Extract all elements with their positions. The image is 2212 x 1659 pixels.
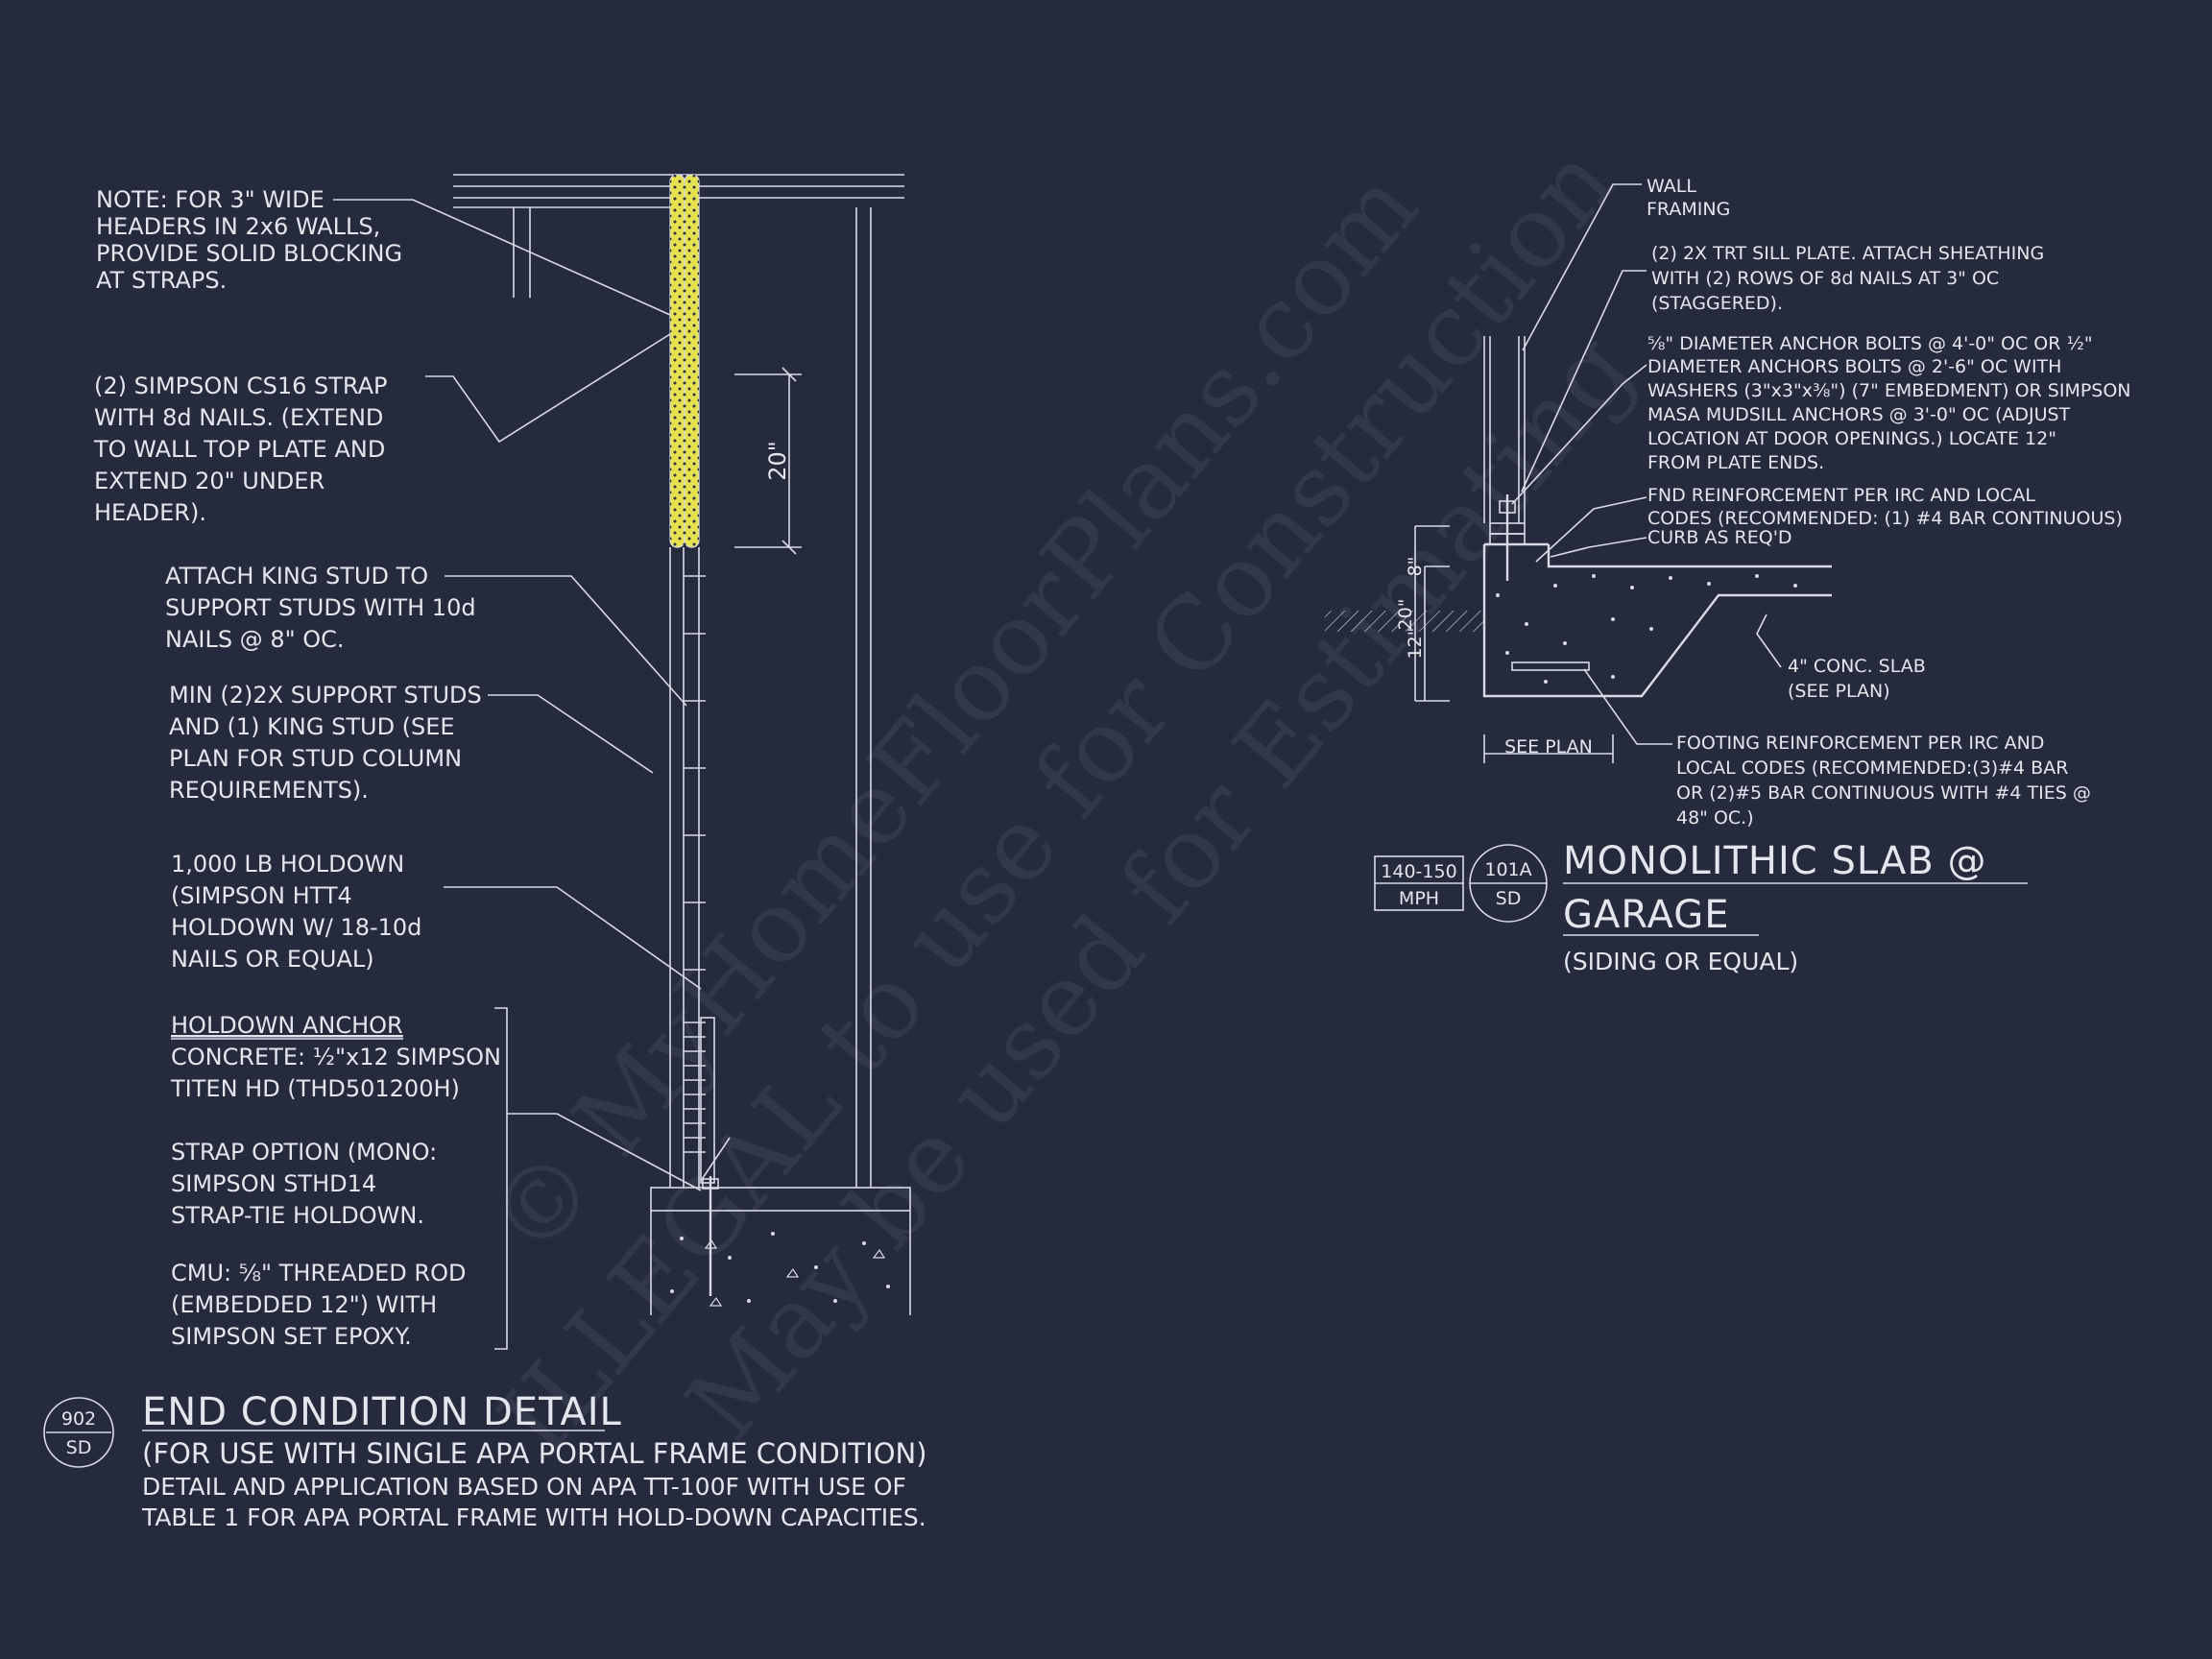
detail-desc-line-1: DETAIL AND APPLICATION BASED ON APA TT-1… (142, 1473, 906, 1501)
svg-text:4" CONC. SLAB: 4" CONC. SLAB (1788, 656, 1926, 677)
svg-text:CONCRETE: ½"x12 SIMPSON: CONCRETE: ½"x12 SIMPSON (171, 1044, 501, 1070)
detail-902-title-block: 902 SD END CONDITION DETAIL (FOR USE WIT… (43, 1390, 927, 1531)
svg-text:AT STRAPS.: AT STRAPS. (96, 267, 227, 294)
note-king-stud: ATTACH KING STUD TO SUPPORT STUDS WITH 1… (165, 563, 476, 653)
svg-text:SIMPSON STHD14: SIMPSON STHD14 (171, 1170, 376, 1197)
detail-title: END CONDITION DETAIL (142, 1390, 622, 1434)
svg-text:EXTEND 20" UNDER: EXTEND 20" UNDER (94, 468, 325, 494)
concrete-stipple (670, 1232, 890, 1307)
callout-sheet: SD (66, 1437, 92, 1458)
note-holdown-anchor: HOLDOWN ANCHOR CONCRETE: ½"x12 SIMPSON T… (170, 1012, 501, 1350)
callout-number-101a: 101A (1484, 859, 1531, 880)
svg-text:PLAN FOR STUD COLUMN: PLAN FOR STUD COLUMN (169, 745, 462, 772)
svg-text:HOLDOWN W/ 18-10d: HOLDOWN W/ 18-10d (171, 914, 421, 941)
svg-text:HEADERS IN 2x6 WALLS,: HEADERS IN 2x6 WALLS, (96, 213, 380, 240)
see-plan-dim: SEE PLAN (1504, 736, 1593, 757)
note-curb: CURB AS REQ'D (1647, 527, 1792, 548)
svg-text:CMU: ⅝" THREADED ROD: CMU: ⅝" THREADED ROD (171, 1260, 466, 1286)
svg-text:FND REINFORCEMENT PER IRC AND: FND REINFORCEMENT PER IRC AND LOCAL (1647, 485, 2035, 506)
cs16-strap (669, 174, 700, 548)
note-fnd-reinforcement: FND REINFORCEMENT PER IRC AND LOCAL CODE… (1647, 485, 2123, 548)
svg-text:SUPPORT STUDS WITH 10d: SUPPORT STUDS WITH 10d (165, 594, 476, 621)
svg-text:STRAP-TIE HOLDOWN.: STRAP-TIE HOLDOWN. (171, 1202, 424, 1229)
note-sill-plate: (2) 2X TRT SILL PLATE. ATTACH SHEATHING … (1651, 243, 2044, 314)
svg-text:MASA MUDSILL ANCHORS @ 3'-0" O: MASA MUDSILL ANCHORS @ 3'-0" OC (ADJUST (1647, 404, 2071, 425)
svg-text:NOTE: FOR 3" WIDE: NOTE: FOR 3" WIDE (96, 186, 325, 213)
svg-text:FRAMING: FRAMING (1647, 199, 1730, 220)
svg-text:(SEE PLAN): (SEE PLAN) (1788, 681, 1890, 702)
svg-text:CODES (RECOMMENDED: (1) #4 BAR: CODES (RECOMMENDED: (1) #4 BAR CONTINUOU… (1647, 508, 2123, 529)
dim-20-slab: 20" (1395, 599, 1416, 631)
wind-unit: MPH (1399, 888, 1439, 909)
svg-text:HOLDOWN ANCHOR: HOLDOWN ANCHOR (171, 1012, 403, 1039)
svg-text:48" OC.): 48" OC.) (1676, 807, 1754, 829)
callout-number: 902 (61, 1408, 96, 1430)
slab-subtitle: (SIDING OR EQUAL) (1563, 948, 1798, 975)
svg-text:FOOTING REINFORCEMENT PER IRC: FOOTING REINFORCEMENT PER IRC AND (1676, 733, 2044, 754)
note-holdown: 1,000 LB HOLDOWN (SIMPSON HTT4 HOLDOWN W… (171, 851, 421, 973)
svg-text:WALL: WALL (1647, 176, 1696, 197)
end-condition-drawing: 20" (333, 174, 911, 1350)
dimension-20: 20" (764, 441, 791, 481)
svg-text:LOCATION AT DOOR OPENINGS.) L: LOCATION AT DOOR OPENINGS.) LOCATE 12" (1647, 428, 2056, 449)
watermark: © MyHomeFloorPlans.com ILLEGAL to use fo… (466, 124, 1654, 1476)
svg-text:TO WALL TOP PLATE AND: TO WALL TOP PLATE AND (93, 436, 385, 463)
svg-text:REQUIREMENTS).: REQUIREMENTS). (169, 777, 369, 804)
note-conc-slab: 4" CONC. SLAB (SEE PLAN) (1788, 656, 1926, 702)
svg-text:PROVIDE SOLID BLOCKING: PROVIDE SOLID BLOCKING (96, 240, 402, 267)
svg-text:AND (1) KING STUD (SEE: AND (1) KING STUD (SEE (169, 713, 455, 740)
dim-12-slab: 12" (1405, 628, 1426, 660)
svg-text:SIMPSON SET EPOXY.: SIMPSON SET EPOXY. (171, 1323, 412, 1350)
note-cs16-strap: (2) SIMPSON CS16 STRAP WITH 8d NAILS. (E… (93, 373, 387, 526)
slab-title-line-1: MONOLITHIC SLAB @ (1563, 839, 1987, 883)
svg-text:HEADER).: HEADER). (94, 499, 206, 526)
svg-text:(STAGGERED).: (STAGGERED). (1651, 293, 1783, 314)
detail-subtitle: (FOR USE WITH SINGLE APA PORTAL FRAME CO… (142, 1437, 927, 1470)
note-wall-framing: WALL FRAMING (1647, 176, 1730, 220)
wind-speed: 140-150 (1381, 861, 1456, 882)
svg-text:DIAMETER ANCHORS BOLTS @ 2'-6": DIAMETER ANCHORS BOLTS @ 2'-6" OC WITH (1647, 356, 2061, 377)
monolithic-slab-drawing: 20" 8" 12" SEE PLAN (1325, 183, 1832, 763)
svg-text:FROM PLATE ENDS.: FROM PLATE ENDS. (1647, 452, 1824, 473)
svg-text:LOCAL CODES (RECOMMENDED:(3)#4: LOCAL CODES (RECOMMENDED:(3)#4 BAR (1676, 757, 2068, 779)
svg-text:WITH (2) ROWS OF 8d NAILS AT 3: WITH (2) ROWS OF 8d NAILS AT 3" OC (1651, 268, 1999, 289)
svg-text:TITEN HD (THD501200H): TITEN HD (THD501200H) (170, 1075, 460, 1102)
svg-text:ATTACH KING STUD TO: ATTACH KING STUD TO (165, 563, 428, 589)
svg-text:(EMBEDDED 12") WITH: (EMBEDDED 12") WITH (171, 1291, 437, 1318)
note-header-blocking: NOTE: FOR 3" WIDE HEADERS IN 2x6 WALLS, … (96, 186, 402, 294)
svg-text:NAILS @ 8" OC.: NAILS @ 8" OC. (165, 626, 345, 653)
svg-text:WASHERS (3"x3"x⅜") (7" EMBEDME: WASHERS (3"x3"x⅜") (7" EMBEDMENT) OR SIM… (1647, 380, 2131, 401)
svg-text:WITH 8d NAILS. (EXTEND: WITH 8d NAILS. (EXTEND (94, 404, 383, 431)
svg-text:(2) SIMPSON CS16 STRAP: (2) SIMPSON CS16 STRAP (94, 373, 387, 399)
watermark-line-2: ILLEGAL to use for Construction (476, 124, 1637, 1476)
note-anchor-bolts: ⅝" DIAMETER ANCHOR BOLTS @ 4'-0" OC OR ½… (1647, 333, 2131, 473)
svg-text:(SIMPSON HTT4: (SIMPSON HTT4 (171, 882, 352, 909)
slab-title-line-2: GARAGE (1563, 893, 1729, 937)
dim-8-slab: 8" (1405, 557, 1426, 577)
note-footing-reinforcement: FOOTING REINFORCEMENT PER IRC AND LOCAL … (1676, 733, 2091, 829)
detail-desc-line-2: TABLE 1 FOR APA PORTAL FRAME WITH HOLD-D… (141, 1503, 926, 1531)
svg-text:NAILS OR EQUAL): NAILS OR EQUAL) (171, 946, 374, 973)
svg-text:1,000 LB HOLDOWN: 1,000 LB HOLDOWN (171, 851, 404, 878)
callout-sheet-101a: SD (1496, 888, 1522, 909)
note-support-studs: MIN (2)2X SUPPORT STUDS AND (1) KING STU… (169, 682, 482, 804)
svg-text:MIN (2)2X SUPPORT STUDS: MIN (2)2X SUPPORT STUDS (169, 682, 482, 709)
detail-101a-title-block: 140-150 MPH 101A SD MONOLITHIC SLAB @ GA… (1374, 839, 2028, 975)
slab-stipple (1496, 574, 1797, 684)
svg-text:STRAP OPTION (MONO:: STRAP OPTION (MONO: (171, 1139, 437, 1166)
svg-text:⅝" DIAMETER ANCHOR BOLTS @ 4'-: ⅝" DIAMETER ANCHOR BOLTS @ 4'-0" OC OR ½… (1647, 333, 2093, 354)
svg-text:(2) 2X TRT SILL PLATE. ATTACH: (2) 2X TRT SILL PLATE. ATTACH SHEATHING (1651, 243, 2044, 264)
svg-text:OR (2)#5 BAR CONTINUOUS WITH #: OR (2)#5 BAR CONTINUOUS WITH #4 TIES @ (1676, 782, 2091, 804)
